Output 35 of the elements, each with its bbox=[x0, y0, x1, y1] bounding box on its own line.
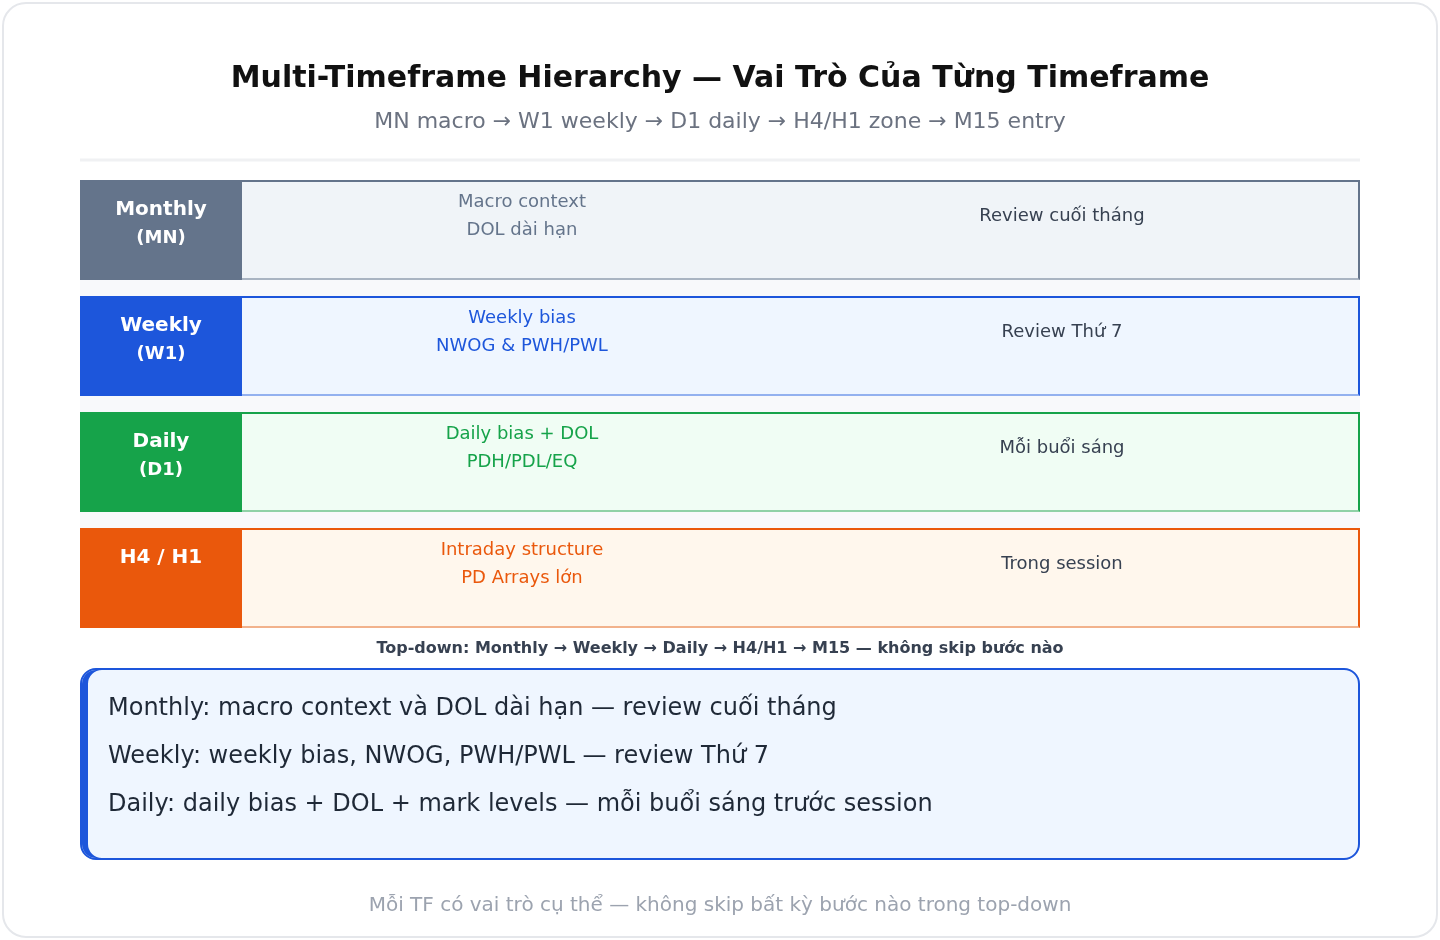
notes-panel bbox=[80, 668, 1360, 860]
review-time-text: Review cuối tháng bbox=[978, 204, 1146, 226]
timeframe-name: Daily bbox=[131, 428, 191, 452]
role-text: Macro context bbox=[456, 190, 587, 212]
timeframe-tag bbox=[80, 412, 242, 512]
timeframe-code: (W1) bbox=[135, 342, 187, 364]
timeframe-tag bbox=[80, 528, 242, 628]
timeframe-row bbox=[80, 412, 1360, 512]
role-text: DOL dài hạn bbox=[465, 218, 579, 240]
role-text: PD Arrays lớn bbox=[460, 566, 584, 588]
footer-caption: Mỗi TF có vai trò cụ thể — không skip bất kỳ bước nào trong top-down bbox=[367, 892, 1073, 916]
timeframe-row bbox=[80, 296, 1360, 396]
timeframe-row bbox=[80, 180, 1360, 280]
diagram-title: Multi-Timeframe Hierarchy — Vai Trò Của Từng Timeframe bbox=[229, 59, 1211, 95]
timeframe-tag bbox=[80, 180, 242, 280]
role-text: Weekly bias bbox=[467, 306, 577, 328]
timeframe-name: H4 / H1 bbox=[118, 544, 204, 568]
role-text: PDH/PDL/EQ bbox=[465, 450, 579, 472]
timeframe-row bbox=[80, 528, 1360, 628]
role-text: Daily bias + DOL bbox=[444, 422, 600, 444]
timeframe-tag bbox=[80, 296, 242, 396]
timeframe-code: (D1) bbox=[138, 458, 184, 480]
role-text: Intraday structure bbox=[439, 538, 605, 560]
subtitle-text: MN macro → W1 weekly → D1 daily → H4/H1 zone → M15 entry bbox=[373, 107, 1067, 135]
review-time-text: Mỗi buổi sáng bbox=[998, 436, 1126, 458]
timeframe-name: Weekly bbox=[119, 312, 203, 336]
timeframe-code: (MN) bbox=[135, 226, 187, 248]
note-text: Monthly: macro context và DOL dài hạn — review cuối tháng bbox=[108, 692, 837, 722]
role-text: NWOG & PWH/PWL bbox=[435, 334, 609, 356]
note-text: Weekly: weekly bias, NWOG, PWH/PWL — review Thứ 7 bbox=[108, 740, 770, 770]
review-time-text: Trong session bbox=[1000, 552, 1124, 574]
review-time-text: Review Thứ 7 bbox=[1000, 320, 1124, 342]
flow-note-text: Top-down: Monthly → Weekly → Daily → H4/H1 → M15 — không skip bước nào bbox=[375, 638, 1065, 658]
timeframe-name: Monthly bbox=[114, 196, 208, 220]
note-text: Daily: daily bias + DOL + mark levels — mỗi buổi sáng trước session bbox=[108, 788, 933, 818]
